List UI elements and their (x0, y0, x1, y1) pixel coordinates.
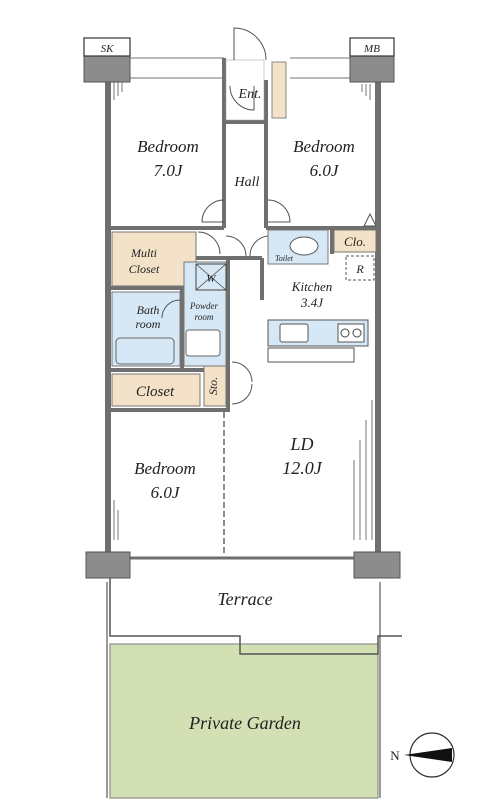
sink-icon (279, 323, 309, 343)
washbasin-icon (185, 329, 221, 357)
bedroom2-size: 6.0J (310, 161, 340, 180)
door-swing-icon (161, 85, 291, 405)
window-hatching (113, 82, 373, 540)
closet-label: Closet (136, 384, 175, 400)
entrance-label: Ent. (238, 87, 262, 102)
refrigerator-label: R (355, 262, 364, 276)
sk-label: SK (101, 43, 115, 55)
clo-area (333, 229, 377, 253)
shoe-cabinet (271, 61, 287, 119)
entrance-floor (225, 59, 265, 121)
garden-label: Private Garden (188, 713, 301, 733)
terrace-outline (109, 578, 402, 655)
stove-icon (337, 323, 365, 343)
terrace-label: Terrace (217, 589, 272, 609)
powder-label-1: Powder (189, 301, 218, 311)
mb-label: MB (363, 43, 380, 55)
multi-closet-label-2: Closet (129, 262, 160, 276)
hall-label: Hall (234, 175, 260, 190)
front-hatch (112, 57, 376, 79)
kitchen-name: Kitchen (291, 279, 332, 294)
entrance-door-icon[interactable] (233, 27, 267, 61)
closet-area (111, 373, 201, 407)
private-garden-area (109, 643, 379, 799)
bedroom3-name: Bedroom (134, 459, 196, 478)
bath-label-1: Bath (137, 303, 160, 317)
powder-label-2: room (195, 312, 214, 322)
bedroom3-size: 6.0J (151, 483, 181, 502)
storage-label: Sto. (206, 377, 220, 395)
toilet-label: Toilet (275, 254, 294, 263)
sk-box (83, 37, 131, 57)
bedroom1-name: Bedroom (137, 137, 199, 156)
bedroom2-name: Bedroom (293, 137, 355, 156)
outer-walls (105, 80, 381, 560)
washer-hatch-b (195, 263, 227, 291)
multi-closet-label-1: Multi (130, 246, 157, 260)
kitchen-size: 3.4J (300, 295, 324, 310)
stove-burner-b (352, 328, 362, 338)
clo-corner-icon (363, 212, 377, 227)
clo-label: Clo. (344, 234, 366, 249)
bedroom1-size: 7.0J (154, 161, 184, 180)
bath-label-2: room (136, 317, 161, 331)
interior-walls (108, 58, 378, 412)
toilet-icon (289, 236, 319, 256)
stove-burner-a (340, 328, 350, 338)
kitchen-front-counter (267, 347, 355, 363)
washer-label: W (206, 273, 216, 285)
multi-closet-area (111, 231, 197, 287)
mb-box (349, 37, 395, 57)
ld-size: 12.0J (282, 458, 323, 478)
structural-columns (83, 55, 401, 579)
bathtub-icon (115, 337, 175, 365)
ld-name: LD (289, 434, 313, 454)
north-label: N (390, 748, 400, 763)
refrigerator-box (345, 255, 375, 281)
compass-arrow-icon (404, 732, 455, 778)
